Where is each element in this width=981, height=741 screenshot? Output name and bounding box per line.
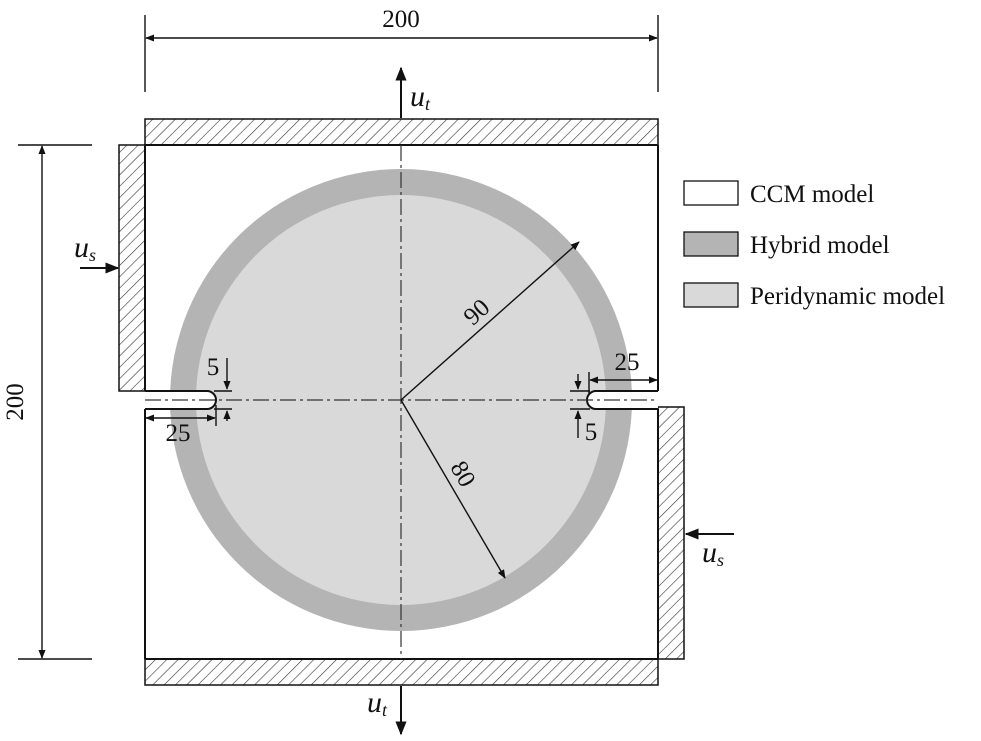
width-dimension-label: 200 — [382, 6, 420, 33]
right-load-label: us — [702, 536, 724, 570]
legend-swatch-ccm — [683, 180, 739, 206]
top-loading-plate — [144, 118, 659, 146]
legend-swatch-hybrid — [683, 231, 739, 257]
legend-label-ccm: CCM model — [750, 181, 874, 208]
bottom-load-label: ut — [367, 686, 388, 720]
left-load-label: us — [74, 231, 96, 265]
left-notch-width-label: 5 — [207, 354, 220, 381]
legend-label-hybrid: Hybrid model — [750, 232, 890, 259]
right-notch-width-label: 5 — [585, 419, 598, 446]
legend: CCM model Hybrid model Peridynamic model — [683, 180, 945, 310]
inner-radius-arrow — [400, 399, 506, 579]
left-shear-plate — [118, 144, 146, 392]
right-notch-length-label: 25 — [615, 349, 640, 376]
legend-label-peridynamic: Peridynamic model — [750, 283, 945, 310]
height-dimension-label: 200 — [2, 383, 29, 421]
bottom-loading-plate — [144, 658, 659, 686]
right-shear-plate — [657, 406, 685, 660]
left-notch-length-label: 25 — [166, 420, 191, 447]
top-load-label: ut — [410, 80, 431, 114]
legend-swatch-peridynamic — [683, 282, 739, 308]
outer-radius-arrow — [400, 241, 580, 401]
